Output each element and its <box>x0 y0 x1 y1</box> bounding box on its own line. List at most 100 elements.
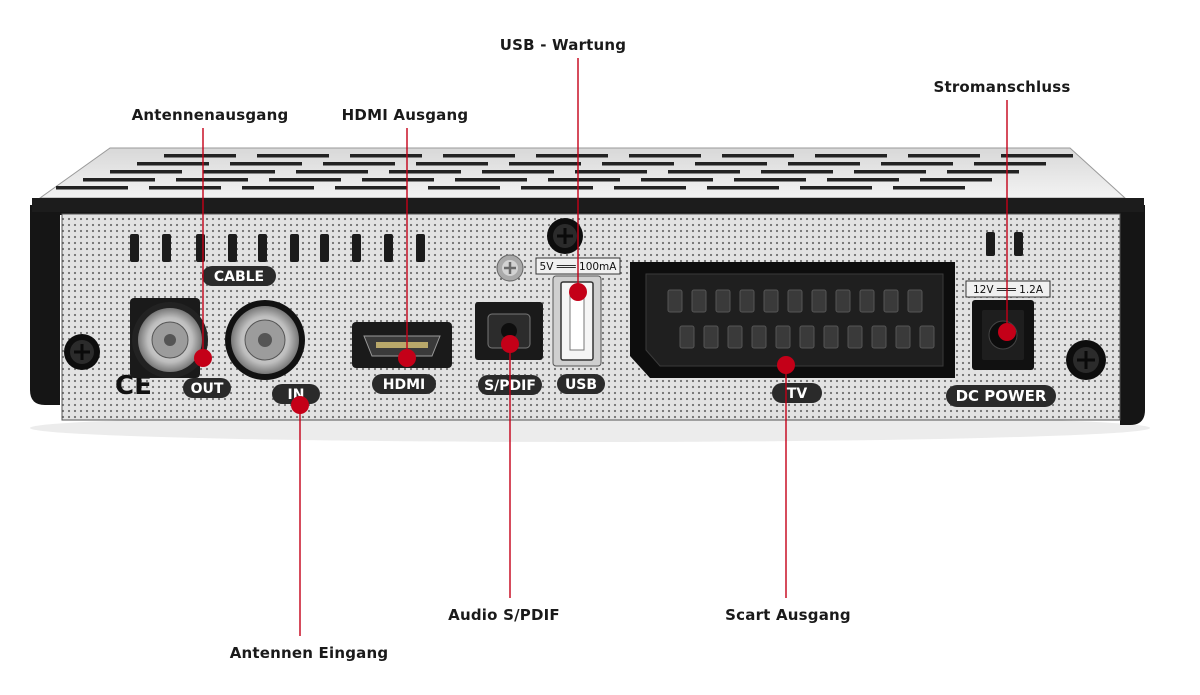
vent-slot <box>881 162 953 166</box>
vent-cutout <box>320 234 329 262</box>
scart-port-icon <box>630 262 955 378</box>
callout-antennen-eingang: Antennen Eingang <box>229 644 389 662</box>
vent-slot <box>827 178 899 182</box>
scart-pin <box>919 325 935 349</box>
scart-pin <box>895 325 911 349</box>
callout-dots <box>194 283 1016 414</box>
hdmi-label: HDMI <box>383 377 425 393</box>
vent-slot <box>350 154 422 158</box>
scart-pin <box>883 289 899 313</box>
vent-slot <box>521 186 593 190</box>
vent-cutout <box>1014 232 1023 256</box>
coax-connector-icon <box>225 300 305 380</box>
vent-slot <box>800 186 872 190</box>
vent-cutout <box>228 234 237 262</box>
scart-pin <box>715 289 731 313</box>
vent-cutout <box>986 232 995 256</box>
vent-cutout <box>258 234 267 262</box>
vent-slot <box>269 178 341 182</box>
vent-cutout <box>352 234 361 262</box>
scart-pin <box>679 325 695 349</box>
callout-usb-wartung: USB - Wartung <box>499 36 627 54</box>
callout-hdmi-ausgang: HDMI Ausgang <box>341 106 469 124</box>
vent-slot <box>335 186 407 190</box>
power-spec-label: 12V ═══ 1.2A <box>973 284 1044 296</box>
vent-slot <box>536 154 608 158</box>
vent-slot <box>707 186 779 190</box>
vent-cutout <box>384 234 393 262</box>
dc-power-label: DC POWER <box>956 387 1047 405</box>
hdmi-port-icon <box>352 322 452 368</box>
vent-slot <box>614 186 686 190</box>
scart-pin <box>691 289 707 313</box>
vent-slot <box>83 178 155 182</box>
scart-pin <box>871 325 887 349</box>
vent-slot <box>203 170 275 174</box>
scart-pin <box>811 289 827 313</box>
vent-slot <box>761 170 833 174</box>
coax-connector-icon <box>130 298 208 378</box>
out-label: OUT <box>191 381 224 397</box>
callout-leader-lines <box>202 58 1008 636</box>
cable-label: CABLE <box>214 269 264 285</box>
scart-pin <box>859 289 875 313</box>
vent-slot <box>230 162 302 166</box>
vent-slot <box>164 154 236 158</box>
vent-slot <box>257 154 329 158</box>
scart-pin <box>667 289 683 313</box>
vent-slot <box>56 186 128 190</box>
top-vent-slots <box>56 154 1073 190</box>
scart-pin <box>823 325 839 349</box>
scart-pin <box>787 289 803 313</box>
vent-cutout <box>130 234 139 262</box>
vent-slot <box>815 154 887 158</box>
vent-slot <box>362 178 434 182</box>
callout-antennenausgang: Antennenausgang <box>131 106 289 124</box>
vent-slot <box>947 170 1019 174</box>
scart-pin <box>739 289 755 313</box>
vent-slot <box>602 162 674 166</box>
vent-slot <box>110 170 182 174</box>
screw-icon <box>496 254 524 282</box>
usb-port-icon <box>552 275 602 367</box>
vent-slot <box>668 170 740 174</box>
vent-slot <box>641 178 713 182</box>
vent-slot <box>734 178 806 182</box>
callout-scart-ausgang: Scart Ausgang <box>725 606 851 624</box>
vent-slot <box>455 178 527 182</box>
vent-slot <box>296 170 368 174</box>
vent-slot <box>548 178 620 182</box>
vent-slot <box>509 162 581 166</box>
screw-icon <box>64 334 100 370</box>
vent-slot <box>137 162 209 166</box>
scart-pin <box>907 289 923 313</box>
scart-pin <box>799 325 815 349</box>
optical-port-icon <box>475 302 543 360</box>
vent-slot <box>788 162 860 166</box>
vent-cutout <box>162 234 171 262</box>
vent-cutout <box>416 234 425 262</box>
scart-pin <box>775 325 791 349</box>
vent-slot <box>893 186 965 190</box>
vent-slot <box>323 162 395 166</box>
usb-label: USB <box>565 377 597 393</box>
scart-pin <box>703 325 719 349</box>
tv-label: TV <box>787 386 808 402</box>
vent-slot <box>854 170 926 174</box>
vent-cutout <box>290 234 299 262</box>
vent-slot <box>695 162 767 166</box>
vent-slot <box>443 154 515 158</box>
vent-slot <box>428 186 500 190</box>
screw-icon <box>1066 340 1106 380</box>
vent-slot <box>629 154 701 158</box>
scart-pin <box>751 325 767 349</box>
scart-pin <box>835 289 851 313</box>
vent-slot <box>908 154 980 158</box>
vent-slot <box>920 178 992 182</box>
vent-slot <box>482 170 554 174</box>
screw-icon <box>547 218 583 254</box>
vent-slot <box>149 186 221 190</box>
callout-audio-spdif: Audio S/PDIF <box>448 606 560 624</box>
vent-slot <box>242 186 314 190</box>
